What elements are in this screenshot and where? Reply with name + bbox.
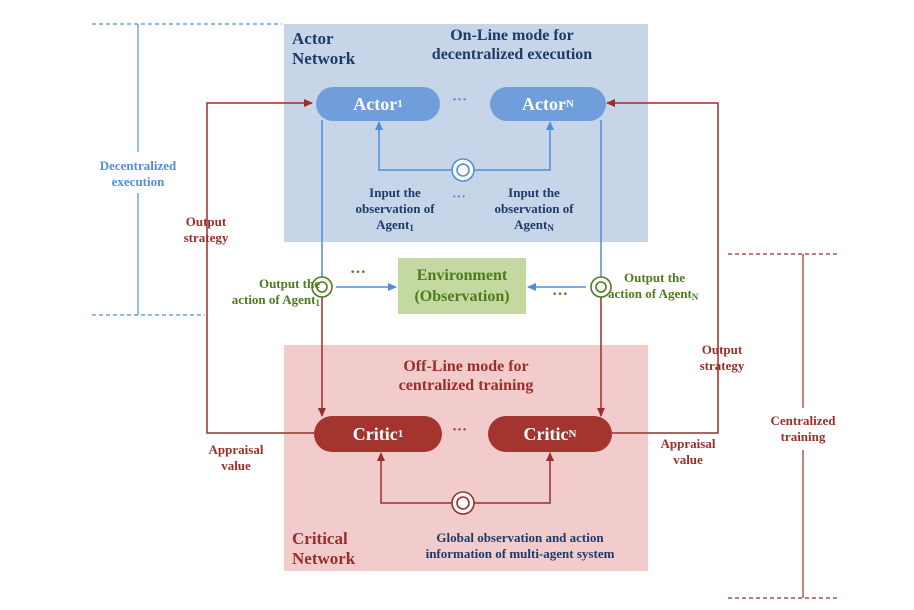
obs-left-subscript: 1 bbox=[409, 223, 414, 233]
output-strategy-left: Output strategy bbox=[168, 214, 244, 246]
obs-right-line2: observation of bbox=[494, 201, 574, 216]
action-node-agent-n bbox=[590, 276, 612, 298]
obs-right-line3: Agent bbox=[514, 217, 548, 232]
appraisal-right-line1: Appraisal bbox=[660, 436, 716, 451]
critic-arrows bbox=[206, 99, 719, 504]
appraisal-value-right: Appraisal value bbox=[648, 436, 728, 468]
observation-ellipsis: ··· bbox=[452, 190, 467, 205]
critic-title-line2: Network bbox=[292, 549, 356, 568]
strategy-right-line1: Output bbox=[701, 342, 743, 357]
output-action-agent-n: Output the action of AgentN bbox=[608, 270, 726, 305]
critic-1-subscript: 1 bbox=[397, 428, 404, 440]
obs-left-line2: observation of bbox=[355, 201, 435, 216]
observation-hub-arrows bbox=[321, 120, 602, 291]
actor-network-panel bbox=[284, 24, 648, 242]
action-ellipsis-right: ··· bbox=[552, 286, 569, 303]
action-left-line2: action of Agent bbox=[231, 292, 316, 307]
critic-1-label: Critic bbox=[352, 423, 398, 444]
centralized-training-label: Centralized training bbox=[758, 413, 848, 445]
environment-line1: Environment bbox=[416, 267, 508, 284]
action-node-agent-1 bbox=[311, 276, 333, 298]
strategy-right-line2: strategy bbox=[699, 358, 745, 373]
actor-1-subscript: 1 bbox=[397, 98, 403, 110]
actor-ellipsis: ··· bbox=[452, 92, 468, 108]
critic-network-title: Critical Network bbox=[292, 529, 392, 569]
appraisal-left-line1: Appraisal bbox=[208, 442, 264, 457]
appraisal-right-line2: value bbox=[673, 452, 703, 467]
global-info-line1: Global observation and action bbox=[436, 530, 604, 545]
output-action-agent-1: Output the action of Agent1 bbox=[200, 276, 320, 311]
critic-n-subscript: N bbox=[568, 428, 577, 440]
offline-mode-line1: Off-Line mode for bbox=[403, 358, 529, 375]
action-right-subscript: N bbox=[691, 292, 699, 302]
obs-left-line1: Input the bbox=[369, 185, 421, 200]
decentralized-line2: execution bbox=[111, 174, 165, 189]
strategy-left-line1: Output bbox=[185, 214, 227, 229]
obs-right-subscript: N bbox=[547, 223, 554, 233]
critic-n-label: Critic bbox=[523, 423, 569, 444]
offline-mode-label: Off-Line mode for centralized training bbox=[386, 357, 546, 395]
actor-n-label: Actor bbox=[522, 93, 567, 114]
action-ellipsis-left: ··· bbox=[350, 264, 367, 281]
input-observation-agent-n: Input the observation of AgentN bbox=[480, 185, 588, 236]
global-observation-label: Global observation and action informatio… bbox=[396, 530, 644, 562]
output-strategy-right: Output strategy bbox=[684, 342, 760, 374]
environment-line2: (Observation) bbox=[414, 288, 510, 305]
appraisal-left-line2: value bbox=[221, 458, 251, 473]
global-hub-node bbox=[451, 491, 475, 515]
actor-1-label: Actor bbox=[353, 93, 398, 114]
centralized-line1: Centralized bbox=[770, 413, 836, 428]
action-right-line2: action of Agent bbox=[608, 286, 692, 301]
decentralized-execution-label: Decentralized execution bbox=[80, 158, 196, 190]
online-mode-label: On-Line mode for decentralized execution bbox=[392, 26, 632, 64]
actor-title-line2: Network bbox=[292, 49, 356, 68]
actor-n-subscript: N bbox=[566, 98, 574, 110]
strategy-left-line2: strategy bbox=[183, 230, 229, 245]
obs-right-line1: Input the bbox=[508, 185, 560, 200]
online-mode-line2: decentralized execution bbox=[431, 46, 593, 63]
action-left-subscript: 1 bbox=[315, 298, 321, 308]
centralized-bracket bbox=[728, 253, 840, 599]
appraisal-value-left: Appraisal value bbox=[196, 442, 276, 474]
obs-left-line3: Agent bbox=[376, 217, 410, 232]
critic-title-line1: Critical bbox=[292, 529, 348, 548]
action-left-line1: Output the bbox=[258, 276, 320, 291]
environment-box: Environment (Observation) bbox=[398, 258, 526, 314]
actor-network-title: Actor Network bbox=[292, 29, 382, 69]
online-mode-line1: On-Line mode for bbox=[450, 27, 574, 44]
decentralized-line1: Decentralized bbox=[99, 158, 177, 173]
action-right-line1: Output the bbox=[624, 270, 686, 285]
global-info-line2: information of multi-agent system bbox=[425, 546, 615, 561]
critic-network-panel bbox=[284, 345, 648, 571]
decentralized-bracket bbox=[92, 23, 282, 316]
offline-mode-line2: centralized training bbox=[398, 377, 534, 394]
observation-hub-node bbox=[451, 158, 475, 182]
critic-ellipsis: ··· bbox=[452, 422, 468, 438]
centralized-line2: training bbox=[780, 429, 826, 444]
actor-title-line1: Actor bbox=[292, 29, 334, 48]
input-observation-agent-1: Input the observation of Agent1 bbox=[344, 185, 446, 236]
